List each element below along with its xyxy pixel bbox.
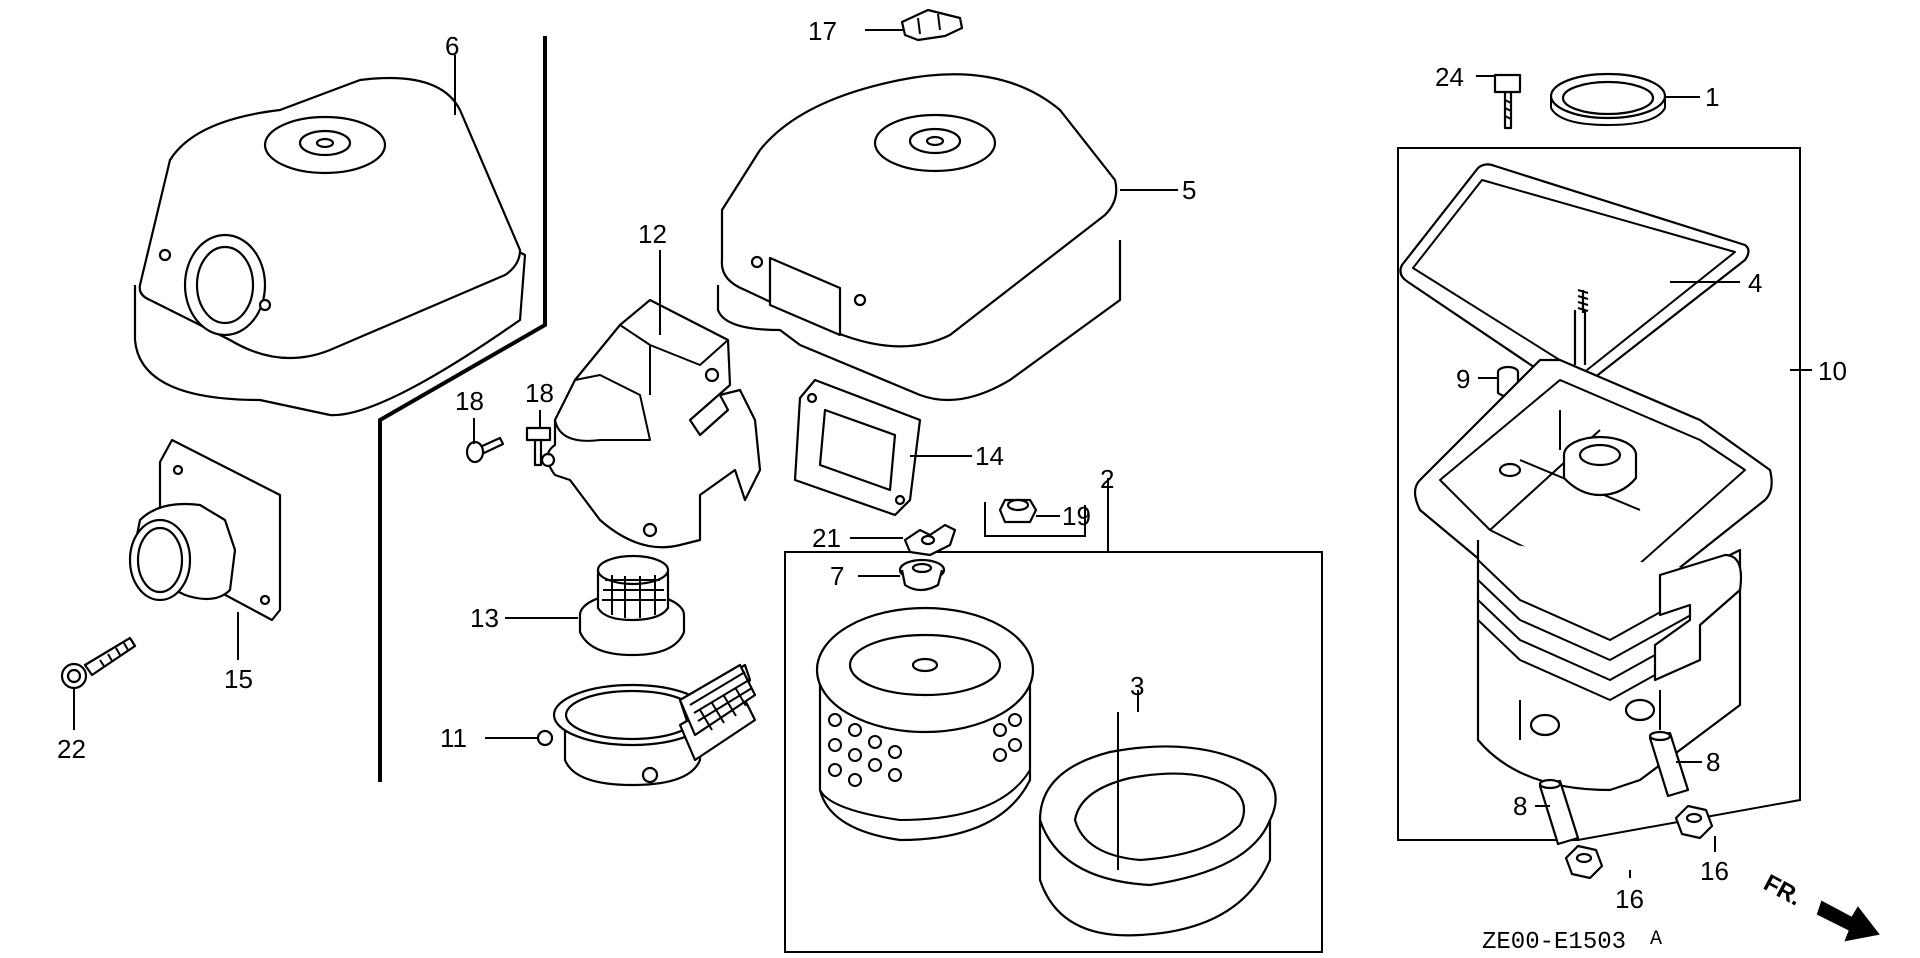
callout-labels: 6 5 17 12 14 15 22 18 18 13 11 7 21 19 2… [57,16,1847,914]
part-18-screw-left [465,436,505,464]
callout-10: 10 [1818,356,1847,386]
callout-19: 19 [1062,501,1091,531]
callout-22: 22 [57,734,86,764]
callout-11: 11 [440,723,467,753]
callout-1: 1 [1705,82,1719,112]
part-24-bolt [1493,73,1522,130]
part-10-base [1413,289,1773,792]
part-15-elbow [128,438,282,622]
part-21-wing-nut [903,523,957,557]
part-3-foam [1038,745,1277,937]
front-direction-indicator: FR. [1759,869,1880,942]
part-6-cover [133,76,527,417]
callout-21: 21 [812,523,841,553]
callout-15: 15 [224,664,253,694]
callout-16-right: 16 [1700,856,1729,886]
part-2-element [815,606,1035,842]
drawing-code-block: ZE00-E1503 A [1482,928,1662,956]
callout-8-left: 8 [1513,791,1527,821]
drawing-code-suffix: A [1650,928,1662,951]
callout-12: 12 [638,219,667,249]
callout-24: 24 [1435,62,1464,92]
callout-2: 2 [1100,464,1114,494]
callout-3: 3 [1130,671,1144,701]
direction-arrow-icon [1816,900,1880,942]
part-17-clip [900,8,964,42]
part-22-bolt [60,636,137,690]
part-16-nut-right [1674,804,1714,840]
part-18-screw-right [525,426,552,467]
part-14-gasket [793,378,922,517]
callout-4: 4 [1748,268,1762,298]
callout-18-left: 18 [455,386,484,416]
part-13-screen [578,554,686,657]
part-19-nut [998,498,1038,524]
drawing-code: ZE00-E1503 [1482,929,1626,956]
callout-8-right: 8 [1706,747,1720,777]
callout-14: 14 [975,441,1004,471]
part-12-duct [540,298,762,549]
callout-17: 17 [808,16,837,46]
callout-5: 5 [1182,175,1196,205]
part-7-grommet [898,558,946,592]
callout-13: 13 [470,603,499,633]
part-11-case [536,663,757,787]
element-holes [828,713,1022,787]
part-8-pipe-right [1648,730,1690,798]
part-5-cover [716,73,1122,402]
callout-18-right: 18 [525,378,554,408]
callout-6: 6 [445,31,459,61]
part-1-seal [1549,72,1667,126]
callout-16-left: 16 [1615,884,1644,914]
callout-9: 9 [1456,364,1470,394]
part-4-gasket [1399,163,1750,391]
callout-7: 7 [830,561,844,591]
leader-lines [73,29,1812,878]
part-16-nut-left [1564,844,1604,880]
part-8-pipe-left [1538,778,1580,846]
direction-label: FR. [1759,869,1806,911]
